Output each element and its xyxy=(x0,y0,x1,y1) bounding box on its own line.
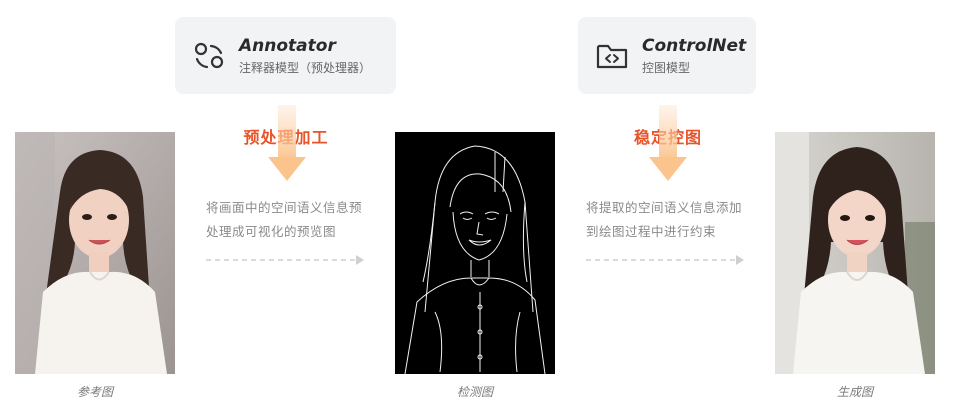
controlnet-subtitle: 控图模型 xyxy=(642,60,691,75)
step-preprocess-description: 将画面中的空间语义信息预 处理成可视化的预览图 xyxy=(206,196,376,244)
code-folder-icon xyxy=(596,44,628,68)
description-line: 处理成可视化的预览图 xyxy=(206,224,337,239)
dashed-arrow-icon xyxy=(206,255,364,265)
description-line: 将提取的空间语义信息添加 xyxy=(586,200,743,215)
controlnet-title: ControlNet xyxy=(642,35,747,56)
generated-image xyxy=(775,132,935,374)
nodes-icon xyxy=(194,42,224,68)
detected-caption: 检测图 xyxy=(456,385,493,399)
annotator-card: Annotator 注释器模型（预处理器） xyxy=(175,17,396,94)
reference-caption: 参考图 xyxy=(76,385,113,399)
step-control-description: 将提取的空间语义信息添加 到绘图过程中进行约束 xyxy=(586,196,756,244)
down-arrow-icon xyxy=(649,105,687,181)
reference-image xyxy=(15,132,175,374)
description-line: 将画面中的空间语义信息预 xyxy=(206,200,363,215)
description-line: 到绘图过程中进行约束 xyxy=(586,224,717,239)
generated-caption: 生成图 xyxy=(836,385,873,399)
dashed-arrow-icon xyxy=(586,255,744,265)
down-arrow-icon xyxy=(268,105,306,181)
controlnet-card: ControlNet 控图模型 xyxy=(578,17,756,94)
annotator-title: Annotator xyxy=(239,35,336,56)
detected-edge-image xyxy=(395,132,555,374)
annotator-subtitle: 注释器模型（预处理器） xyxy=(239,60,372,75)
